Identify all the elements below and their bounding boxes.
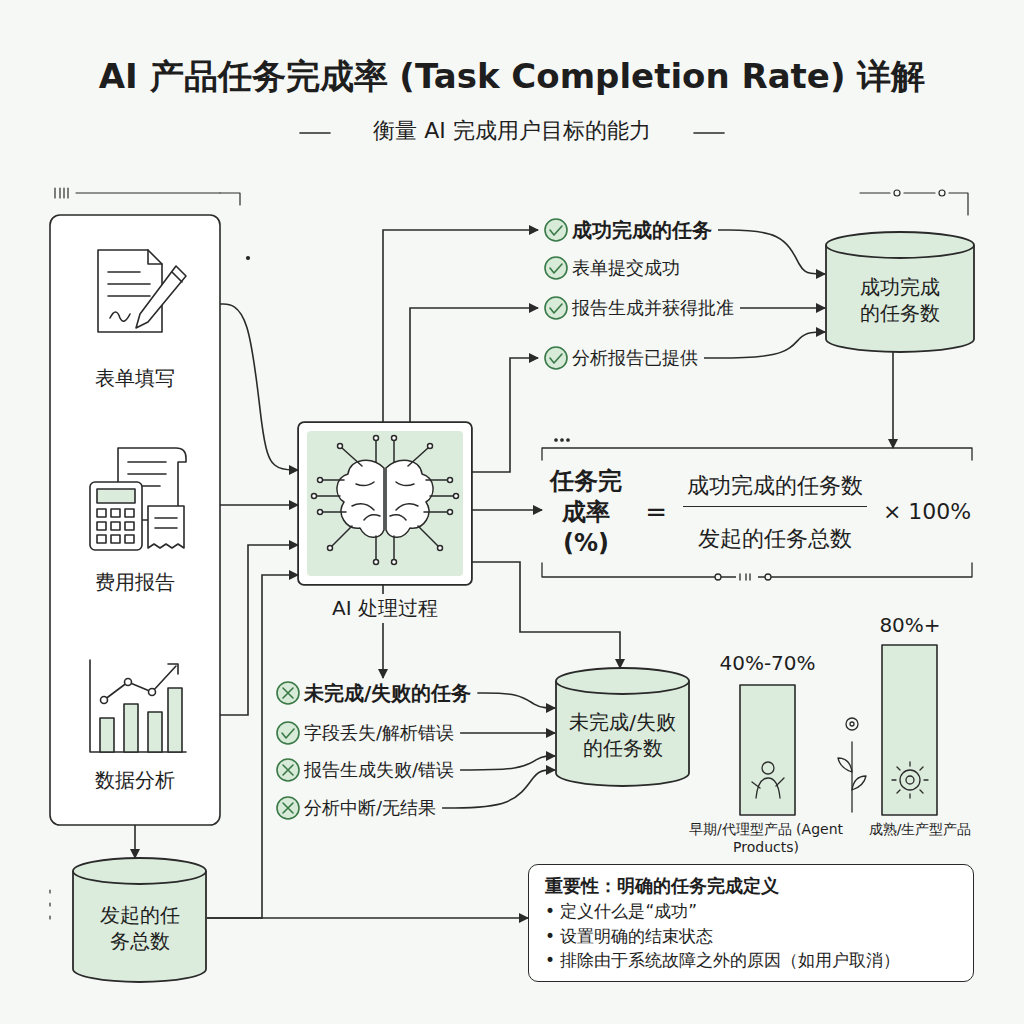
cylinder-body [73,858,206,982]
expense-icon [90,448,186,550]
node-text: 成功完成的任务数 [856,274,944,326]
node-text: AI 处理过程 [326,594,444,623]
note-box: 重要性：明确的任务完成定义• 定义什么是“成功”• 设置明确的结束状态• 排除由… [528,864,974,982]
plant-icon [838,718,866,812]
success-heading: 成功完成的任务 [538,215,718,245]
formula-bracket [542,439,972,583]
agent-icon [752,762,784,798]
count-cylinder: 成功完成的任务数 [825,232,975,352]
node-text: • 设置明确的结束状态 [545,924,957,949]
flow-arrow [718,230,825,274]
node-text: • 排除由于系统故障之外的原因（如用户取消） [545,948,957,973]
total-cylinder: 发起的任务总数 [72,858,207,982]
title: AI 产品任务完成率 (Task Completion Rate) 详解 [0,54,1024,100]
bar-category: 早期/代理型产品 (Agent Products) [686,820,846,856]
flow-arrow [704,332,825,358]
formula-term: = [645,496,667,530]
failure-item: 报告生成失败/错误 [270,755,460,785]
flow-arrow [218,304,298,470]
flow-arrow [383,230,538,422]
formula-term: 任务完成率(%) [543,466,629,560]
input-item: 表单填写 [52,232,218,402]
subtitle: 衡量 AI 完成用户目标的能力 [0,117,1024,146]
ai-box-fill [307,431,463,576]
node-text: 数据分析 [95,767,175,794]
cylinder-body [826,232,974,352]
flow-arrow [472,509,542,511]
bar-value: 80%+ [860,612,960,638]
cylinder-rim [556,681,689,694]
brain-icon [312,436,459,565]
node-text: 成功完成的任务 [572,217,712,244]
success-item: 表单提交成功 [538,253,686,283]
flow-arrow [460,756,555,770]
subtitle-dash [694,132,724,134]
process-box: AI 处理过程 [298,422,472,585]
flow-arrow [218,545,298,715]
cylinder-body [556,668,689,786]
node-text: 分析中断/无结果 [304,796,436,820]
bar-category: 成熟/生产型产品 [845,820,995,838]
formula-box: 任务完成率(%) = 成功完成的任务数发起的任务总数 × 100% [542,448,972,577]
flow-arrow [460,732,555,734]
flow-arrow [442,770,555,808]
flow-arrow [472,358,538,472]
flow-arrow [477,693,555,708]
node-text: 未完成/失败的任务数 [563,709,682,761]
node-text: 费用报告 [95,569,175,596]
form-icon [98,250,186,332]
flow-arrow [218,504,298,506]
subtitle-dash [300,132,330,134]
bar-value: 40%-70% [710,650,825,676]
flow-arrow [207,917,528,919]
input-item: 费用报告 [52,440,218,604]
node-text: 未完成/失败的任务 [304,680,471,707]
cylinder-rim [73,871,206,884]
cylinder-rim [826,245,974,258]
flow-arrow [472,562,620,668]
failure-item: 字段丢失/解析错误 [270,718,460,748]
formula-term: 成功完成的任务数 [683,472,867,508]
gear-icon [892,762,928,798]
input-panel [50,215,220,825]
status-icons [277,219,567,819]
node-text: 分析报告已提供 [572,346,698,370]
failure-item: 分析中断/无结果 [270,793,442,823]
node-text: 表单提交成功 [572,256,680,280]
node-text: 发起的任务总数 [98,902,182,954]
node-text: 表单填写 [95,365,175,392]
flow-arrow [740,307,825,309]
input-item: 数据分析 [52,650,218,802]
node-text: 报告生成失败/错误 [304,758,454,782]
analysis-icon [90,660,186,752]
node-text: 重要性：明确的任务完成定义 [545,873,957,899]
failure-heading: 未完成/失败的任务 [270,678,477,708]
node-text: • 定义什么是“成功” [545,899,957,924]
flow-arrow [410,308,538,422]
ai-box-ground [298,422,472,585]
formula-term: × 100% [883,498,971,527]
formula-term: 发起的任务总数 [683,519,867,554]
node-text: 报告生成并获得批准 [572,296,734,320]
success-item: 分析报告已提供 [538,343,704,373]
node-text: 字段丢失/解析错误 [304,721,454,745]
flow-arrow [892,352,894,448]
success-item: 报告生成并获得批准 [538,293,740,323]
count-cylinder: 未完成/失败的任务数 [555,668,690,786]
